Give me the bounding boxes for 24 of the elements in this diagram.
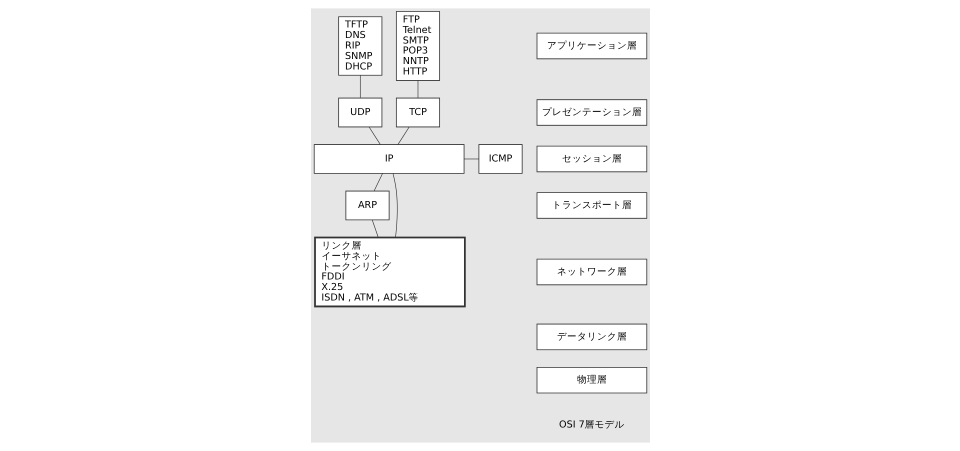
- connector: [359, 75, 360, 98]
- node-box: セッション層: [536, 146, 647, 172]
- connector: [368, 126, 380, 145]
- node-box: IP: [313, 144, 464, 174]
- connector: [373, 173, 382, 192]
- connector: [463, 158, 478, 160]
- node-box: アプリケーション層: [536, 32, 647, 60]
- node-box: TCP: [395, 98, 440, 128]
- node-box: UDP: [338, 98, 382, 128]
- node-box: FTP Telnet SMTP POP3 NNTP HTTP: [395, 11, 440, 81]
- node-box: ARP: [344, 190, 390, 220]
- connector: [392, 173, 398, 238]
- node-box: プレゼンテーション層: [536, 99, 647, 126]
- node-box: リンク層 イーサネット トークンリング FDDI X.25 ISDN , ATM , ADSL等: [314, 236, 466, 308]
- node-box: ICMP: [478, 144, 522, 174]
- label: OSI 7層モデル: [558, 420, 624, 431]
- node-box: TFTP DNS RIP SNMP DHCP: [338, 16, 382, 76]
- connector: [397, 126, 409, 145]
- node-box: データリンク層: [536, 324, 647, 350]
- node-box: 物理層: [536, 366, 647, 394]
- node-box: トランスポート層: [536, 192, 647, 219]
- node-box: ネットワーク層: [536, 258, 647, 286]
- connector: [417, 80, 418, 98]
- connector: [371, 220, 378, 238]
